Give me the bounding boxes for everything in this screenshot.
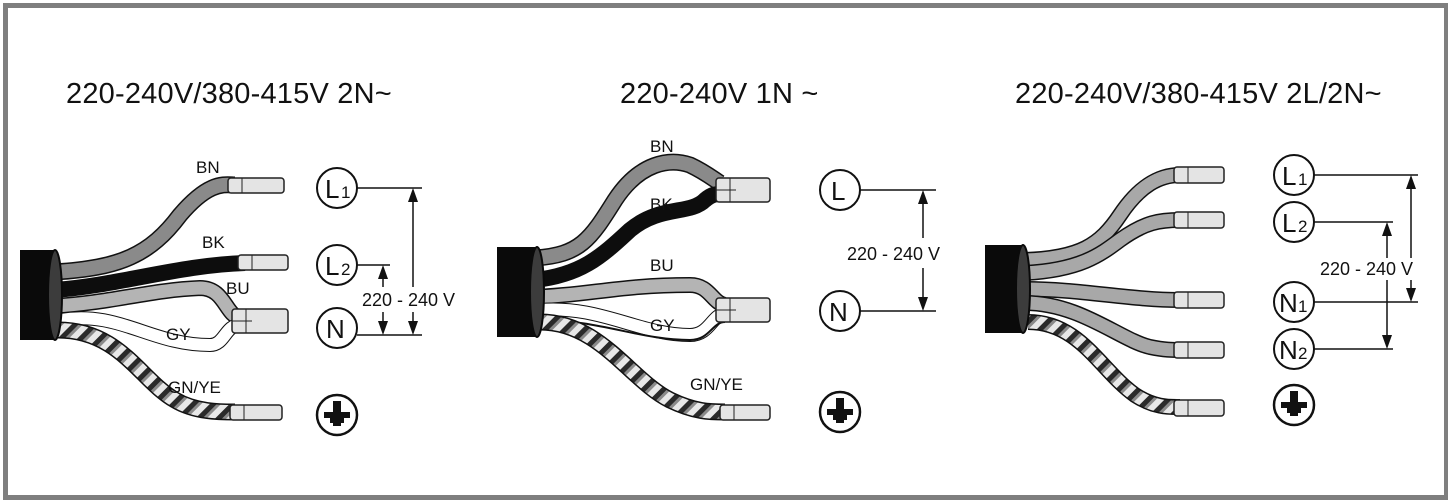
wire-l1: [1024, 168, 1181, 267]
wire-bn: [534, 155, 724, 265]
svg-text:1: 1: [341, 183, 350, 202]
svg-text:L: L: [325, 251, 339, 281]
voltage-label: 220 - 240 V: [1320, 259, 1413, 279]
svg-text:2: 2: [1298, 217, 1307, 236]
terminal-l: L: [819, 169, 861, 211]
svg-text:N: N: [829, 297, 848, 327]
wire-label: BK: [650, 195, 673, 214]
ferrule: [1173, 166, 1225, 184]
wire-gy: [539, 303, 727, 342]
ferrule: [715, 177, 771, 203]
wire-bu: [534, 278, 727, 312]
wire-label: BK: [202, 233, 225, 252]
earth-icon: [315, 393, 359, 437]
ferrule: [229, 404, 283, 421]
wire-label: BN: [650, 137, 674, 156]
svg-text:2: 2: [341, 260, 350, 279]
wire-bk: [534, 186, 723, 288]
terminal-l1: L 1: [1273, 154, 1315, 196]
voltage-label: 220 - 240 V: [362, 290, 455, 310]
voltage-label: 220 - 240 V: [847, 244, 940, 264]
wire-label: BN: [196, 158, 220, 177]
terminal-l1: L 1: [316, 167, 358, 209]
wire-l2: [1024, 213, 1181, 280]
wire-label: BU: [650, 256, 674, 275]
svg-text:L: L: [1282, 161, 1296, 191]
ferrule: [1173, 291, 1225, 309]
earth-icon: [1272, 383, 1316, 427]
wire-n1: [1024, 282, 1181, 307]
wire-label: GN/YE: [690, 375, 743, 394]
terminal-n1: N 1: [1273, 281, 1315, 323]
terminal-n: N: [316, 307, 358, 349]
panel-2-title: 220-240V 1N ~: [620, 78, 819, 110]
ferrule: [237, 254, 289, 271]
ferrule: [719, 404, 771, 421]
svg-text:L: L: [325, 174, 339, 204]
svg-text:1: 1: [1298, 297, 1307, 316]
panel-2-diagram: BN BK BU GY GN/YE L N 220 - 240 V: [497, 137, 940, 434]
ferrule: [227, 177, 285, 194]
svg-text:1: 1: [1298, 170, 1307, 189]
ferrule: [715, 297, 771, 323]
svg-text:L: L: [1282, 208, 1296, 238]
svg-text:2: 2: [1298, 344, 1307, 363]
wire-gnye: [539, 315, 726, 419]
ferrule: [1173, 399, 1225, 417]
wire-label: GY: [166, 325, 191, 344]
panel-3-title: 220-240V/380-415V 2L/2N~: [1015, 78, 1382, 110]
terminal-l2: L 2: [1273, 201, 1315, 243]
ferrule: [1173, 211, 1225, 229]
svg-text:L: L: [831, 176, 845, 206]
ferrule: [231, 308, 289, 334]
wire-label: GY: [650, 316, 675, 335]
earth-icon: [818, 390, 862, 434]
panel-3-diagram: L 1 L 2 N 1 N 2: [985, 154, 1418, 427]
terminal-l2: L 2: [316, 244, 358, 286]
wire-label: BU: [226, 279, 250, 298]
svg-text:N: N: [1279, 335, 1298, 365]
terminal-n2: N 2: [1273, 328, 1315, 370]
panel-1-diagram: BN BK BU GY GN/YE L 1 L 2 N: [20, 158, 455, 437]
svg-text:N: N: [326, 314, 345, 344]
wire-bk: [54, 255, 246, 298]
svg-text:N: N: [1279, 288, 1298, 318]
terminal-n: N: [819, 290, 861, 332]
wire-label: GN/YE: [168, 378, 221, 397]
ferrule: [1173, 341, 1225, 359]
wire-n2: [1024, 296, 1181, 357]
wire-earth: [1027, 315, 1181, 414]
panel-1-title: 220-240V/380-415V 2N~: [66, 78, 392, 110]
